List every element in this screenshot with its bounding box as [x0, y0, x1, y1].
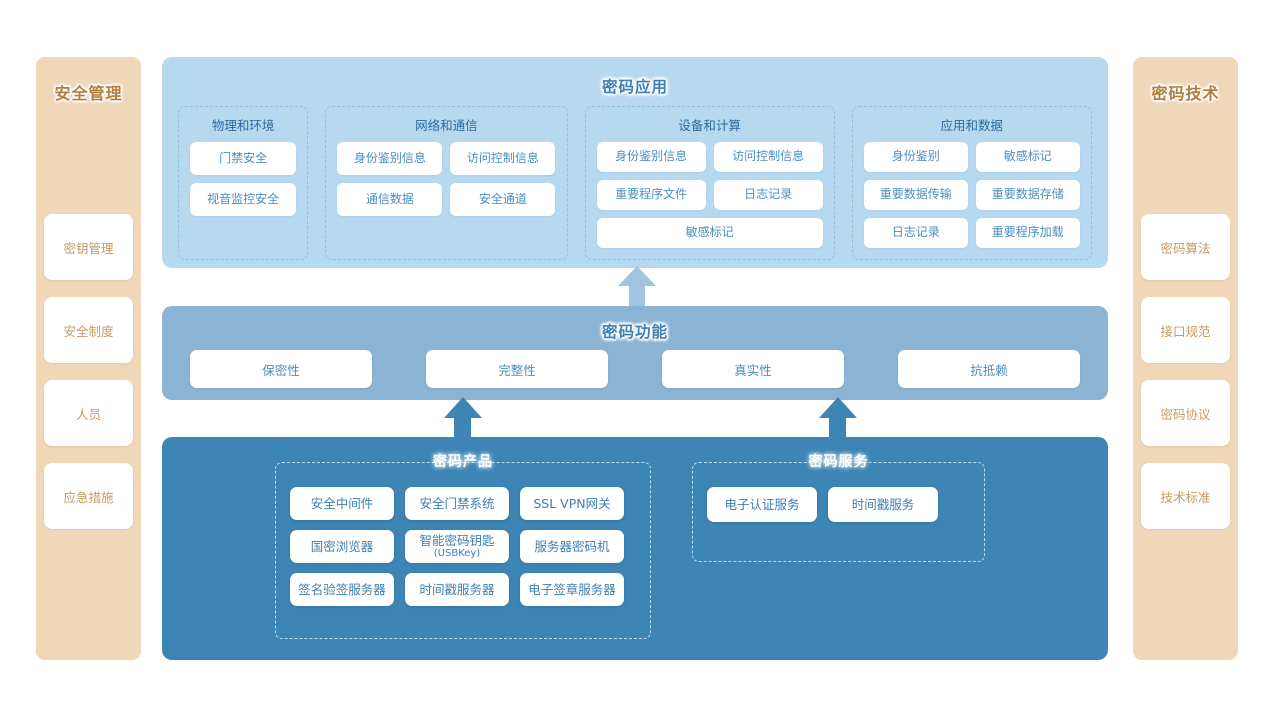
group-device-chips: 身份鉴别信息 访问控制信息 重要程序文件 日志记录 敏感标记 — [596, 142, 823, 248]
band-crypto-application: 密码应用 物理和环境 门禁安全 视音监控安全 网络和通信 身份鉴别信息 访问控制… — [162, 57, 1108, 268]
group-physical-chips: 门禁安全 视音监控安全 — [190, 142, 297, 216]
chip-label: 国密浏览器 — [310, 538, 374, 554]
chip-signature-verification-server[interactable]: 签名验签服务器 — [290, 573, 394, 606]
chip-timestamp-service[interactable]: 时间戳服务 — [828, 487, 938, 522]
chip-dev-sensitive-label[interactable]: 敏感标记 — [596, 218, 823, 248]
chip-non-repudiation[interactable]: 抗抵赖 — [898, 350, 1080, 388]
chip-sublabel: (USBKey) — [433, 547, 481, 559]
group-appdata-title: 应用和数据 — [940, 118, 1004, 133]
sidebar-right-crypto-technology: 密码技术 密码算法 接口规范 密码协议 技术标准 — [1133, 57, 1238, 660]
group-physical-title: 物理和环境 — [211, 118, 275, 133]
group-services-title: 密码服务 — [693, 451, 984, 471]
chip-net-communication-data[interactable]: 通信数据 — [337, 183, 443, 216]
chip-av-monitoring-security[interactable]: 视音监控安全 — [190, 183, 297, 216]
group-crypto-products: 密码产品 安全中间件 安全门禁系统 SSL VPN网关 国密浏览器 智能密码钥匙… — [275, 454, 651, 639]
sidebar-item-crypto-algorithm[interactable]: 密码算法 — [1141, 214, 1230, 280]
band-crypto-function: 密码功能 保密性 完整性 真实性 抗抵赖 — [162, 306, 1108, 400]
chip-data-identity-auth[interactable]: 身份鉴别 — [863, 142, 968, 172]
chip-label: 安全门禁系统 — [419, 495, 495, 511]
chip-integrity[interactable]: 完整性 — [426, 350, 608, 388]
chip-label: 电子签章服务器 — [528, 581, 616, 597]
sidebar-left-card-list: 密钥管理 安全制度 人员 应急措施 — [44, 214, 133, 546]
group-products-chips: 安全中间件 安全门禁系统 SSL VPN网关 国密浏览器 智能密码钥匙 (USB… — [290, 487, 636, 606]
band-func-title: 密码功能 — [601, 323, 668, 341]
chip-sm-browser[interactable]: 国密浏览器 — [290, 530, 394, 563]
chip-label: SSL VPN网关 — [533, 495, 611, 511]
chip-dev-log-record[interactable]: 日志记录 — [713, 180, 823, 210]
chip-label: 电子认证服务 — [724, 496, 800, 512]
sidebar-right-title: 密码技术 — [1151, 84, 1220, 103]
group-network-communication: 网络和通信 身份鉴别信息 访问控制信息 通信数据 安全通道 — [325, 106, 568, 260]
arrow-stem — [829, 417, 846, 439]
arrow-head-icon — [819, 397, 857, 418]
arrow-stem — [454, 417, 471, 439]
app-groups-row: 物理和环境 门禁安全 视音监控安全 网络和通信 身份鉴别信息 访问控制信息 通信… — [178, 106, 1093, 260]
chip-authenticity[interactable]: 真实性 — [662, 350, 844, 388]
group-device-title: 设备和计算 — [678, 118, 741, 133]
chip-dev-identity-auth-info[interactable]: 身份鉴别信息 — [596, 142, 706, 172]
sidebar-left-security-management: 安全管理 密钥管理 安全制度 人员 应急措施 — [36, 57, 141, 660]
chip-security-middleware[interactable]: 安全中间件 — [290, 487, 394, 520]
func-chips-row: 保密性 完整性 真实性 抗抵赖 — [190, 350, 1080, 388]
group-services-chips: 电子认证服务 时间戳服务 — [707, 487, 970, 522]
chip-label: 时间戳服务 — [851, 496, 915, 512]
group-physical-environment: 物理和环境 门禁安全 视音监控安全 — [178, 106, 309, 260]
group-application-data: 应用和数据 身份鉴别 敏感标记 重要数据传输 重要数据存储 日志记录 重要程序加… — [851, 106, 1093, 260]
chip-confidentiality[interactable]: 保密性 — [190, 350, 372, 388]
chip-electronic-certification-service[interactable]: 电子认证服务 — [707, 487, 817, 522]
chip-data-important-data-transfer[interactable]: 重要数据传输 — [863, 180, 968, 210]
chip-label: 智能密码钥匙 — [419, 533, 495, 549]
sidebar-item-key-management[interactable]: 密钥管理 — [44, 214, 133, 280]
sidebar-item-personnel[interactable]: 人员 — [44, 380, 133, 446]
arrow-stem — [629, 285, 645, 307]
group-products-title: 密码产品 — [276, 451, 650, 471]
group-crypto-services: 密码服务 电子认证服务 时间戳服务 — [692, 454, 985, 562]
arrow-head-icon — [618, 266, 656, 286]
chip-label: 服务器密码机 — [534, 538, 610, 554]
chip-ssl-vpn-gateway[interactable]: SSL VPN网关 — [520, 487, 624, 520]
sidebar-item-security-policy[interactable]: 安全制度 — [44, 297, 133, 363]
chip-server-crypto-machine[interactable]: 服务器密码机 — [520, 530, 624, 563]
sidebar-item-technical-standard[interactable]: 技术标准 — [1141, 463, 1230, 529]
chip-data-important-data-storage[interactable]: 重要数据存储 — [975, 180, 1080, 210]
chip-data-sensitive-label[interactable]: 敏感标记 — [975, 142, 1080, 172]
group-network-title: 网络和通信 — [415, 118, 478, 133]
chip-label: 时间戳服务器 — [419, 581, 495, 597]
sidebar-item-emergency-measures[interactable]: 应急措施 — [44, 463, 133, 529]
arrow-head-icon — [444, 397, 482, 418]
group-appdata-chips: 身份鉴别 敏感标记 重要数据传输 重要数据存储 日志记录 重要程序加载 — [863, 142, 1080, 248]
group-network-chips: 身份鉴别信息 访问控制信息 通信数据 安全通道 — [337, 142, 556, 216]
chip-timestamp-server[interactable]: 时间戳服务器 — [405, 573, 509, 606]
chip-dev-important-program-file[interactable]: 重要程序文件 — [596, 180, 706, 210]
chip-smart-crypto-key-usbkey[interactable]: 智能密码钥匙 (USBKey) — [405, 530, 509, 563]
chip-data-important-program-load[interactable]: 重要程序加载 — [975, 218, 1080, 248]
chip-security-access-control-system[interactable]: 安全门禁系统 — [405, 487, 509, 520]
band-crypto-products-services: 密码产品 安全中间件 安全门禁系统 SSL VPN网关 国密浏览器 智能密码钥匙… — [162, 437, 1108, 660]
chip-label: 签名验签服务器 — [298, 581, 386, 597]
chip-net-access-control-info[interactable]: 访问控制信息 — [450, 142, 556, 175]
sidebar-item-crypto-protocol[interactable]: 密码协议 — [1141, 380, 1230, 446]
chip-net-identity-auth-info[interactable]: 身份鉴别信息 — [337, 142, 443, 175]
sidebar-item-interface-spec[interactable]: 接口规范 — [1141, 297, 1230, 363]
sidebar-left-title: 安全管理 — [54, 84, 123, 103]
chip-access-control-security[interactable]: 门禁安全 — [190, 142, 297, 175]
chip-data-log-record[interactable]: 日志记录 — [863, 218, 968, 248]
band-app-title: 密码应用 — [601, 78, 668, 96]
chip-net-secure-channel[interactable]: 安全通道 — [450, 183, 556, 216]
group-device-computing: 设备和计算 身份鉴别信息 访问控制信息 重要程序文件 日志记录 敏感标记 — [584, 106, 835, 260]
chip-dev-access-control-info[interactable]: 访问控制信息 — [713, 142, 823, 172]
sidebar-right-card-list: 密码算法 接口规范 密码协议 技术标准 — [1141, 214, 1230, 546]
chip-electronic-seal-server[interactable]: 电子签章服务器 — [520, 573, 624, 606]
chip-label: 安全中间件 — [310, 495, 374, 511]
